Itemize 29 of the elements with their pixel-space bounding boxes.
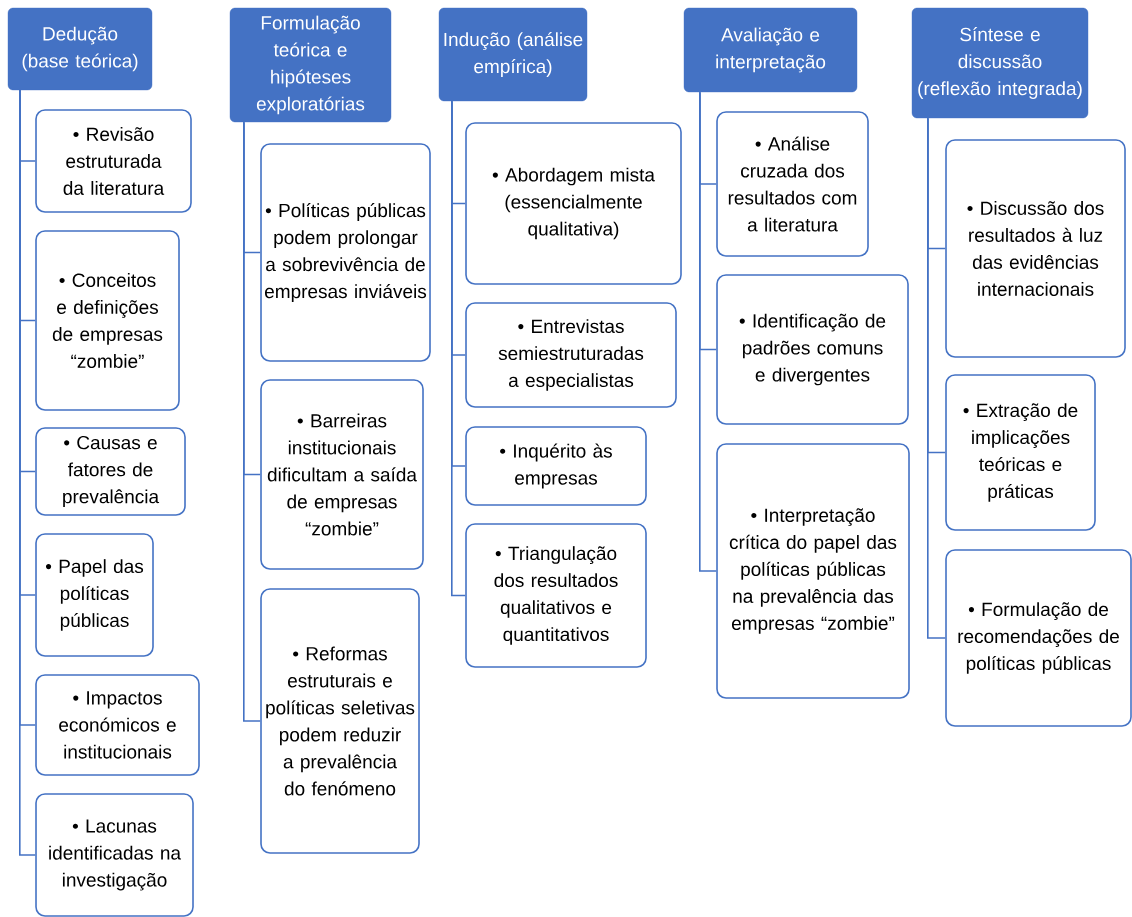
connector-line [699,91,717,572]
item-box: • Reformas estruturais e políticas seletivas podem reduzir a prevalência do fenómeno [260,588,420,854]
connector-line [243,121,261,722]
header-box: Síntese e discussão (reflexão integrada) [911,7,1089,119]
item-box: • Triangulação dos resultados qualitativos e quantitativos [465,523,647,668]
item-box: • Entrevistas semiestruturadas a especialistas [465,302,677,408]
connector-line [451,100,466,597]
item-box: • Revisão estruturada da literatura [35,109,192,213]
item-box: • Inquérito às empresas [465,426,647,506]
item-box: • Formulação de recomendações de políticas públicas [945,549,1132,727]
item-box: • Barreiras institucionais dificultam a saída de empresas “zombie” [260,379,424,570]
item-box: • Lacunas identificadas na investigação [35,793,194,917]
item-box: • Causas e fatores de prevalência [35,427,186,516]
connector-line [19,89,36,856]
item-box: • Políticas públicas podem prolongar a sobrevivência de empresas inviáveis [260,143,431,362]
item-box: • Conceitos e definições de empresas “zombie” [35,230,180,411]
header-box: Indução (análise empírica) [438,7,588,102]
header-box: Dedução (base teórica) [7,7,153,91]
connector-line [927,117,946,639]
item-box: • Impactos económicos e institucionais [35,674,200,776]
item-box: • Identificação de padrões comuns e divergentes [716,274,909,425]
header-box: Avaliação e interpretação [683,7,858,93]
header-box: Formulação teórica e hipóteses exploratórias [229,7,392,123]
item-box: • Interpretação crítica do papel das políticas públicas na prevalência das empresas “zombie” [716,443,910,699]
item-box: • Extração de implicações teóricas e práticas [945,374,1096,531]
item-box: • Discussão dos resultados à luz das evidências internacionais [945,139,1126,358]
item-box: • Análise cruzada dos resultados com a literatura [716,111,869,257]
item-box: • Papel das políticas públicas [35,533,154,657]
item-box: • Abordagem mista (essencialmente qualitativa) [465,122,682,285]
